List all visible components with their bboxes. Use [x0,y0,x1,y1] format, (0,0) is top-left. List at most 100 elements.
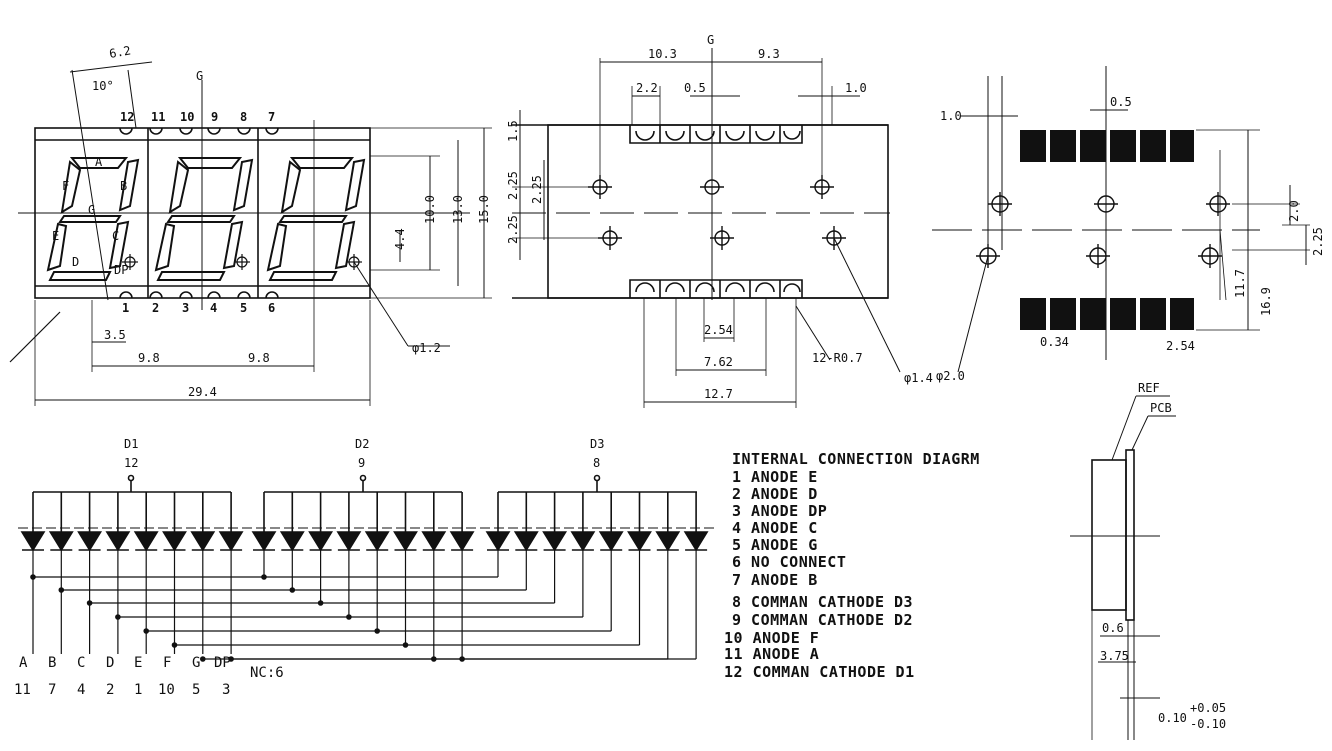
bottom-pads [629,279,803,298]
digit-2 [154,157,254,281]
dim-radius: 12-R0.7 [812,351,863,365]
anode-pin-g: 5 [192,682,200,698]
wire-junction [86,600,93,606]
dim-back-v2: 2.25 [506,171,520,200]
dim-span-1: 7.62 [704,355,733,369]
side-tol-minus: -0.10 [1190,717,1226,731]
dim-right-gap: 1.0 [845,81,867,95]
diode [20,531,46,552]
top-pin-7: 7 [268,110,275,124]
diode [683,531,709,552]
legend-item-8: 8 COMMAN CATHODE D3 [732,593,913,611]
dim-pad-gap: 0.5 [684,81,706,95]
dim-hole-dia: φ1.2 [412,341,441,355]
diode [570,531,596,552]
side-view-text: REF PCB 0.6 3.75 0.10 +0.05 -0.10 [1100,381,1226,731]
anode-label-c: C [77,655,85,671]
seg-label-c: C [112,229,119,243]
diode [513,531,539,552]
wire-junction [143,628,149,634]
anode-label-e: E [134,655,142,671]
dim-pitch-2: 9.8 [248,351,270,365]
front-view-text: 6.2 10° G 12 11 10 9 8 7 1 2 3 4 5 6 A B… [52,43,491,399]
dim-hole-2: φ2.0 [936,369,965,383]
bottom-pin-4: 4 [210,301,217,315]
seg-label-g: G [88,203,95,217]
dim-width-top: 6.2 [108,43,132,61]
top-pin-9: 9 [211,110,218,124]
dim-pitch: 2.54 [704,323,733,337]
footprint-holes [976,192,1230,268]
side-pcb-label: PCB [1150,401,1172,415]
wire-junction [30,574,36,580]
wire-junction [261,574,267,580]
dim-fp-h2: 16.9 [1259,287,1273,316]
back-view-text: G 10.3 9.3 2.2 0.5 1.0 1.5 2.25 2.25 2.2… [506,33,965,401]
legend-item-9: 9 COMMAN CATHODE D2 [732,611,913,629]
anode-pin-c: 4 [77,682,85,698]
side-body [1091,459,1127,611]
diode [542,531,568,552]
dim-hole-1: φ1.4 [904,371,933,385]
diode [133,531,159,552]
dim-span-2: 12.7 [704,387,733,401]
side-pcb [1125,449,1135,621]
digit-pin-d1: 12 [124,456,138,470]
anode-label-dp: DP [214,655,231,671]
legend-item-6: 6 NO CONNECT [732,553,846,571]
anode-label-f: F [163,655,171,671]
legend-item-10: 10 ANODE F [724,629,819,647]
diode [162,531,187,552]
anode-pin-f: 10 [158,682,175,698]
wire-junction [374,628,381,634]
legend-item-7: 7 ANODE B [732,571,818,589]
anode-pin-d: 2 [106,682,114,698]
dim-h-digit: 10.0 [423,195,437,224]
top-pin-11: 11 [151,110,165,124]
diode [598,531,624,552]
dim-fp-h1: 11.7 [1233,269,1247,298]
anode-pin-e: 1 [134,682,142,698]
wire-junction [431,656,437,662]
seg-label-dp: DP [114,263,128,277]
digit-3 [266,157,366,281]
legend-title: INTERNAL CONNECTION DIAGRM [732,450,980,468]
anode-label-g: G [192,655,200,671]
diode [336,531,362,552]
dim-back-v1: 2.25 [530,175,544,204]
diode-array [20,492,709,552]
anode-pin-a: 11 [14,682,31,698]
anode-pin-dp: 3 [222,682,230,698]
digit-name-d2: D2 [355,437,369,451]
bottom-pin-2: 2 [152,301,159,315]
diode [627,531,652,552]
footprint-pads-top [1020,130,1194,162]
top-pin-8: 8 [240,110,247,124]
top-pin-12: 12 [120,110,134,124]
connection-legend: INTERNAL CONNECTION DIAGRM 1 ANODE E 2 A… [724,450,980,681]
seg-label-a: A [95,155,103,169]
dim-total-width: 29.4 [188,385,217,399]
diode [655,531,681,552]
diode [279,531,305,552]
dim-fp-v-small: 2.0 [1287,200,1301,222]
wire-junction [171,642,178,648]
dim-h-total: 15.0 [477,195,491,224]
side-ref-label: REF [1138,381,1160,395]
wire-junction [228,656,234,662]
top-pin-10: 10 [180,110,194,124]
anode-label-d: D [106,655,114,671]
digit-1 [46,157,140,281]
circuit-diagram [18,474,714,662]
bottom-pin-5: 5 [240,301,247,315]
diode [190,531,216,552]
seg-label-d: D [72,255,79,269]
diode [393,531,418,552]
digit-pin-d2: 9 [358,456,365,470]
anode-label-b: B [48,655,56,671]
anode-wires [32,550,697,660]
legend-item-1: 1 ANODE E [732,468,818,486]
dim-fp-left: 1.0 [940,109,962,123]
wire-junction [289,587,296,593]
